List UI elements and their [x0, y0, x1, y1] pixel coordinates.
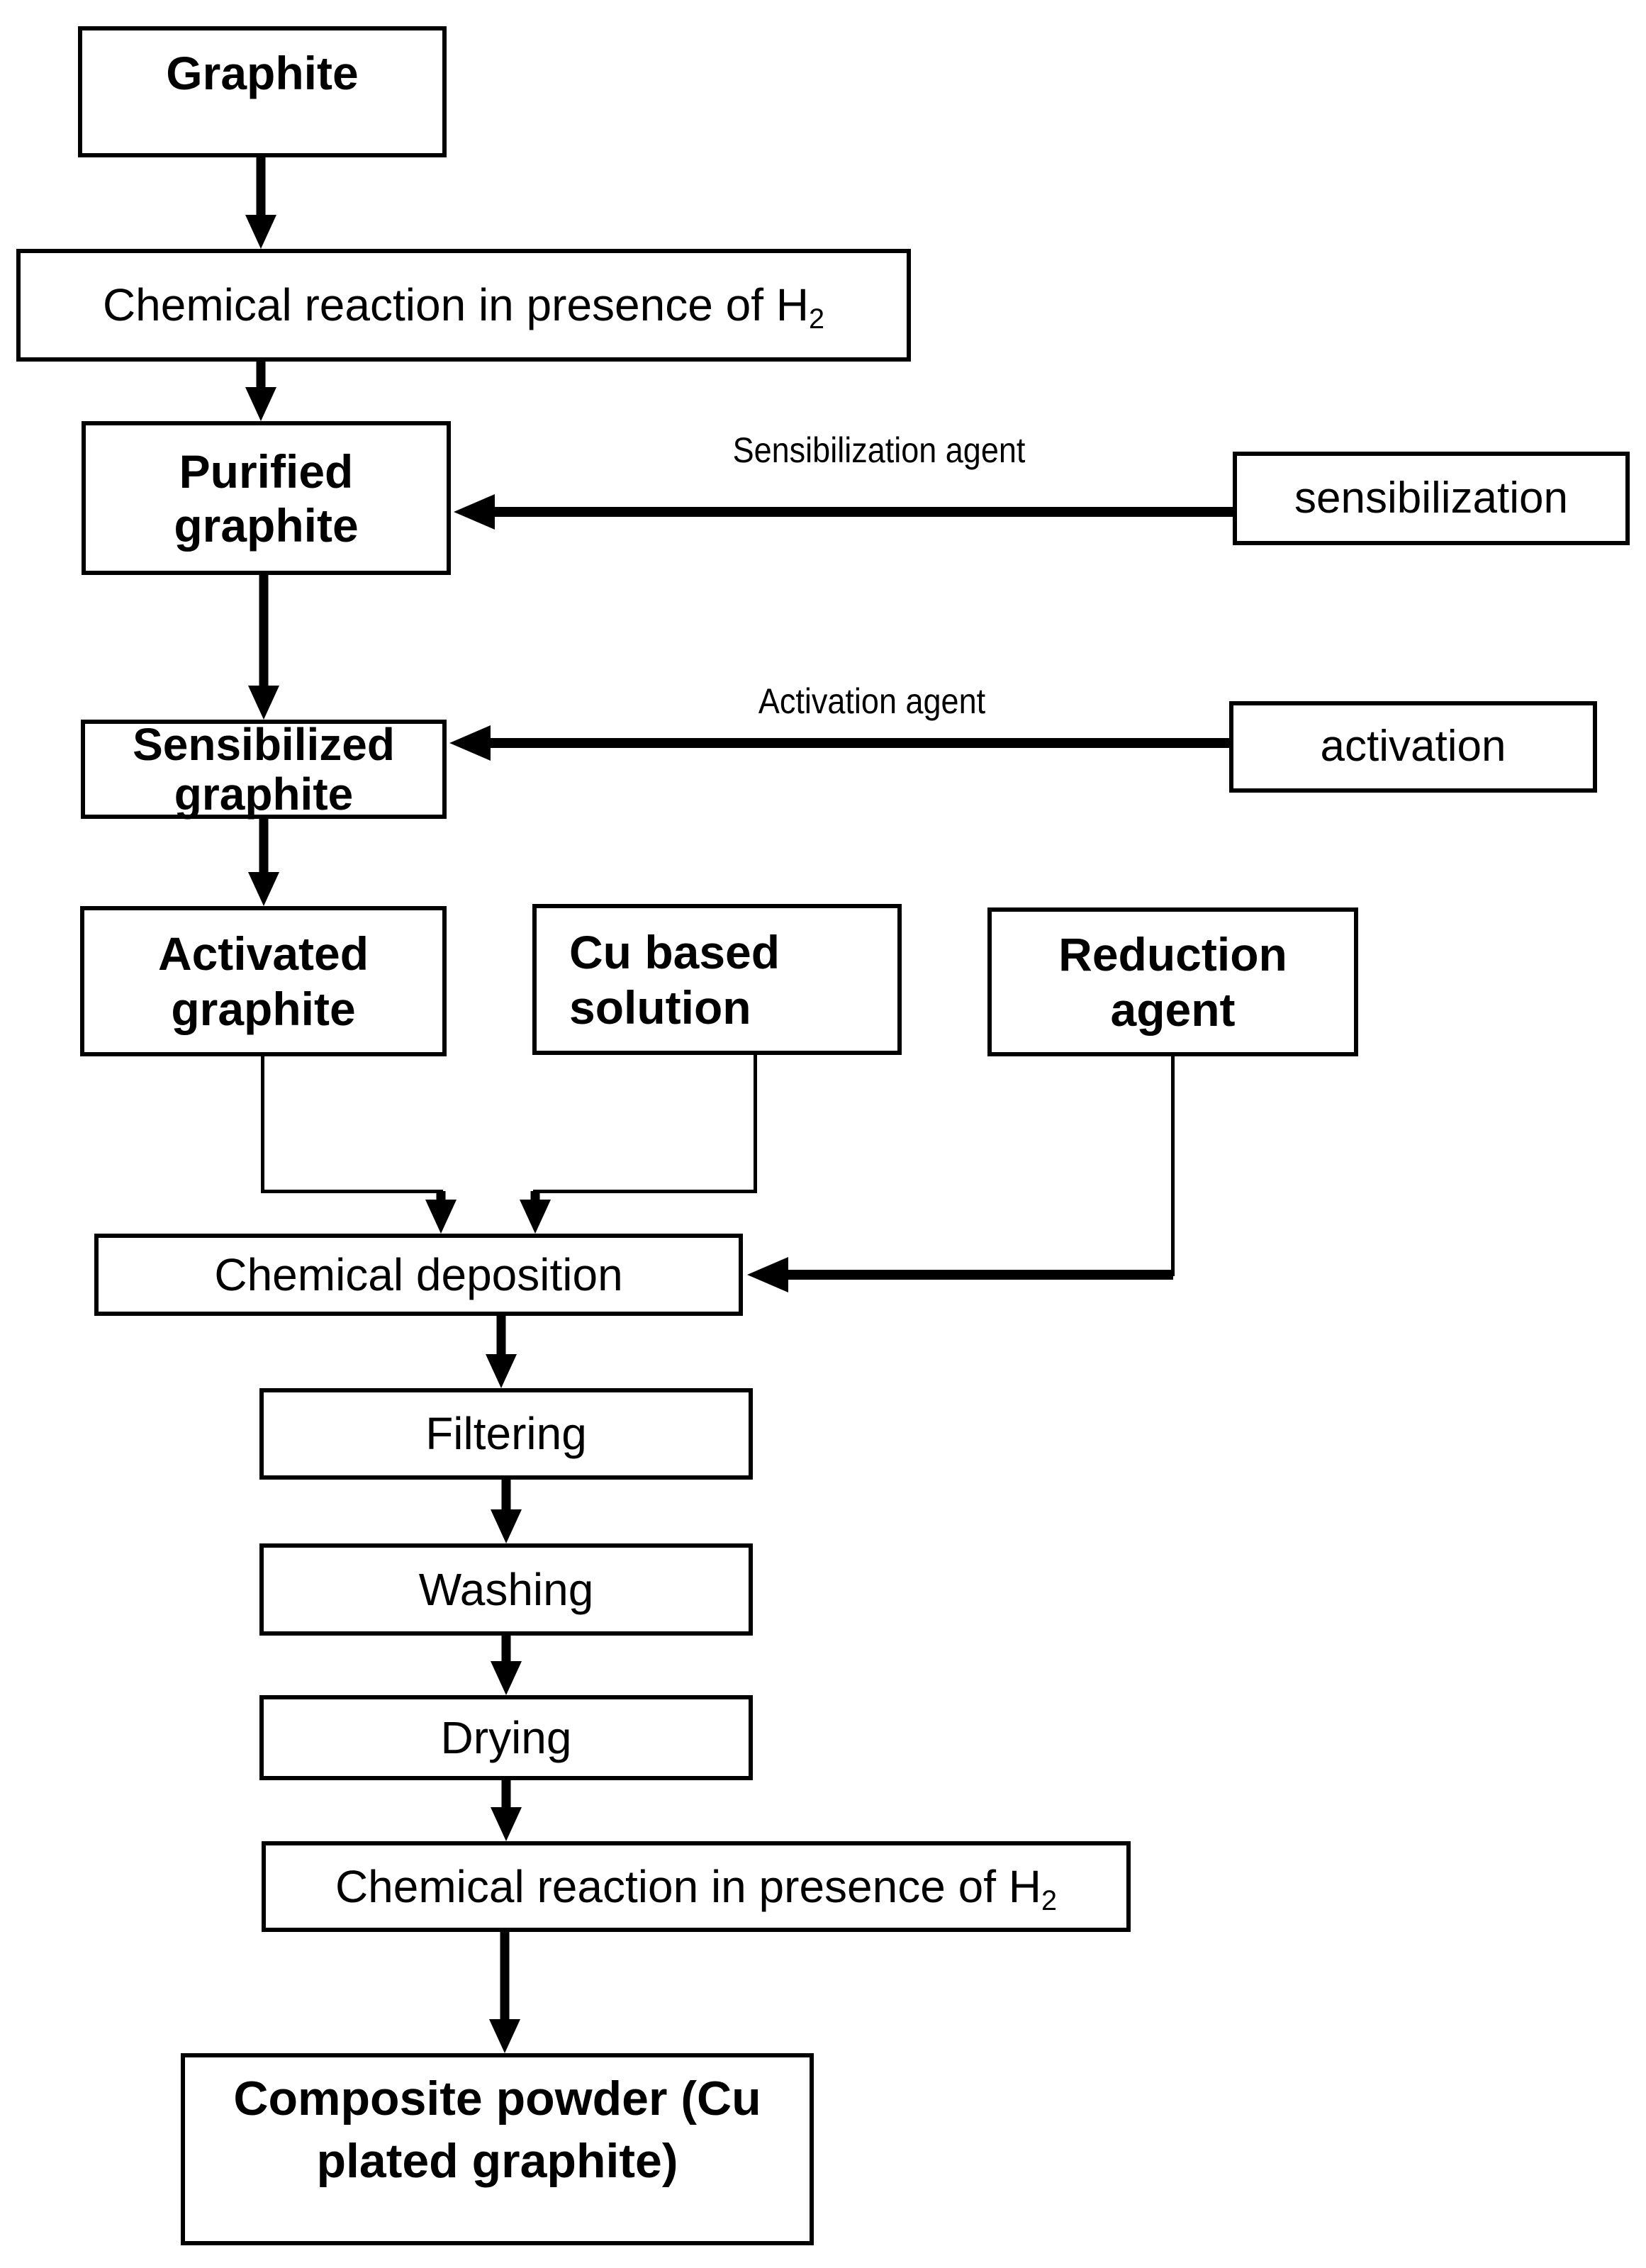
arrow-down-head: [491, 1661, 522, 1695]
node-sensibilized-graphite-line2: graphite: [174, 769, 354, 820]
node-purified-graphite: Purified graphite: [82, 421, 451, 575]
arrow-down-head: [491, 1509, 522, 1543]
node-chemical-reaction-1-text: Chemical reaction in presence of H: [102, 279, 809, 331]
node-sensibilization-label: sensibilization: [1294, 473, 1568, 523]
arrow-washing-to-drying: [491, 1636, 522, 1695]
node-chemical-reaction-1-label: Chemical reaction in presence of H2: [102, 279, 824, 333]
arrow-stem: [501, 1480, 511, 1512]
connector-cu-solution-horizontal: [533, 1190, 757, 1193]
node-washing-label: Washing: [418, 1563, 594, 1615]
arrow-left-head: [449, 725, 491, 761]
arrow-chemical-reaction-1-to-purified: [245, 362, 276, 421]
connector-activated-horizontal: [261, 1190, 443, 1193]
arrow-filtering-to-washing: [491, 1480, 522, 1543]
node-composite-powder: Composite powder (Cu plated graphite): [181, 2053, 814, 2245]
arrow-left-head: [454, 494, 495, 530]
arrow-down-head: [486, 1354, 517, 1388]
node-reduction-agent-line1: Reduction: [1058, 928, 1287, 981]
node-graphite: Graphite: [78, 26, 447, 157]
node-composite-powder-line1: Composite powder (Cu: [233, 2071, 761, 2125]
node-chemical-reaction-1: Chemical reaction in presence of H2: [16, 249, 911, 362]
arrow-activated-into-deposition: [425, 1191, 457, 1234]
node-sensibilized-graphite-line1: Sensibilized: [133, 719, 395, 770]
connector-cu-solution-down: [754, 1055, 757, 1193]
label-activation-agent: Activation agent: [758, 681, 986, 721]
arrow-stem: [501, 1780, 511, 1810]
node-activated-graphite: Activated graphite: [80, 906, 447, 1056]
arrow-down-head: [491, 1807, 522, 1841]
arrow-down-head: [248, 686, 279, 720]
arrow-down-head: [489, 2019, 520, 2053]
arrow-graphite-to-chemical-reaction-1: [245, 157, 276, 249]
node-activation: activation: [1229, 701, 1597, 793]
node-drying: Drying: [259, 1695, 753, 1780]
node-chemical-reaction-2-subscript: 2: [1041, 1884, 1058, 1916]
arrow-left-head: [747, 1257, 788, 1292]
arrow-stem: [493, 507, 1233, 517]
connector-reduction-agent-down: [1171, 1056, 1175, 1276]
node-purified-graphite-line1: Purified: [179, 445, 354, 498]
arrow-purified-to-sensibilized: [248, 575, 279, 720]
node-chemical-deposition-label: Chemical deposition: [214, 1248, 623, 1300]
arrow-down-head: [245, 387, 276, 421]
node-sensibilization: sensibilization: [1233, 452, 1630, 545]
arrow-chemical-reaction-2-to-composite: [489, 1932, 520, 2053]
node-chemical-reaction-1-subscript: 2: [808, 303, 825, 335]
node-activated-graphite-line1: Activated: [157, 927, 369, 980]
arrow-reduction-agent-to-deposition: [747, 1257, 1173, 1292]
arrow-stem: [259, 819, 269, 875]
arrow-down-head: [245, 215, 276, 249]
node-composite-powder-line2: plated graphite): [316, 2133, 678, 2188]
node-sensibilized-graphite: Sensibilized graphite: [81, 720, 447, 819]
node-cu-based-solution: Cu based solution: [532, 904, 902, 1055]
arrow-down-head: [248, 872, 279, 906]
node-reduction-agent-line2: agent: [1110, 983, 1236, 1036]
node-filtering: Filtering: [259, 1388, 753, 1480]
arrow-sensibilized-to-activated: [248, 819, 279, 906]
arrow-stem: [259, 575, 269, 688]
node-chemical-reaction-2-label: Chemical reaction in presence of H2: [335, 1860, 1057, 1915]
node-graphite-label: Graphite: [166, 47, 359, 100]
arrow-deposition-to-filtering: [486, 1316, 517, 1388]
arrow-cu-solution-into-deposition: [520, 1191, 551, 1234]
node-filtering-label: Filtering: [425, 1408, 587, 1460]
arrow-drying-to-chemical-reaction-2: [491, 1780, 522, 1841]
arrow-sensibilization-to-purified: [454, 494, 1233, 530]
node-chemical-reaction-2-text: Chemical reaction in presence of H: [335, 1860, 1041, 1912]
node-reduction-agent: Reduction agent: [987, 907, 1358, 1056]
arrow-activation-to-sensibilized: [449, 725, 1229, 761]
node-chemical-deposition: Chemical deposition: [94, 1234, 743, 1316]
arrow-down-head: [425, 1200, 457, 1234]
arrow-stem: [489, 738, 1229, 748]
arrow-stem: [256, 157, 266, 218]
node-washing: Washing: [259, 1543, 753, 1636]
arrow-stem: [787, 1270, 1173, 1280]
node-activated-graphite-line2: graphite: [171, 983, 356, 1035]
connector-activated-down: [261, 1056, 264, 1193]
label-sensibilization-agent: Sensibilization agent: [732, 430, 1026, 470]
arrow-down-head: [520, 1200, 551, 1234]
node-cu-based-solution-line1: Cu based: [569, 925, 780, 978]
arrow-stem: [496, 1316, 506, 1357]
node-drying-label: Drying: [440, 1711, 572, 1763]
node-chemical-reaction-2: Chemical reaction in presence of H2: [262, 1841, 1131, 1932]
arrow-stem: [500, 1932, 510, 2022]
node-cu-based-solution-line2: solution: [569, 981, 751, 1034]
arrow-stem: [256, 362, 266, 390]
node-purified-graphite-line2: graphite: [174, 498, 359, 552]
arrow-stem: [501, 1636, 511, 1664]
node-activation-label: activation: [1320, 722, 1506, 771]
